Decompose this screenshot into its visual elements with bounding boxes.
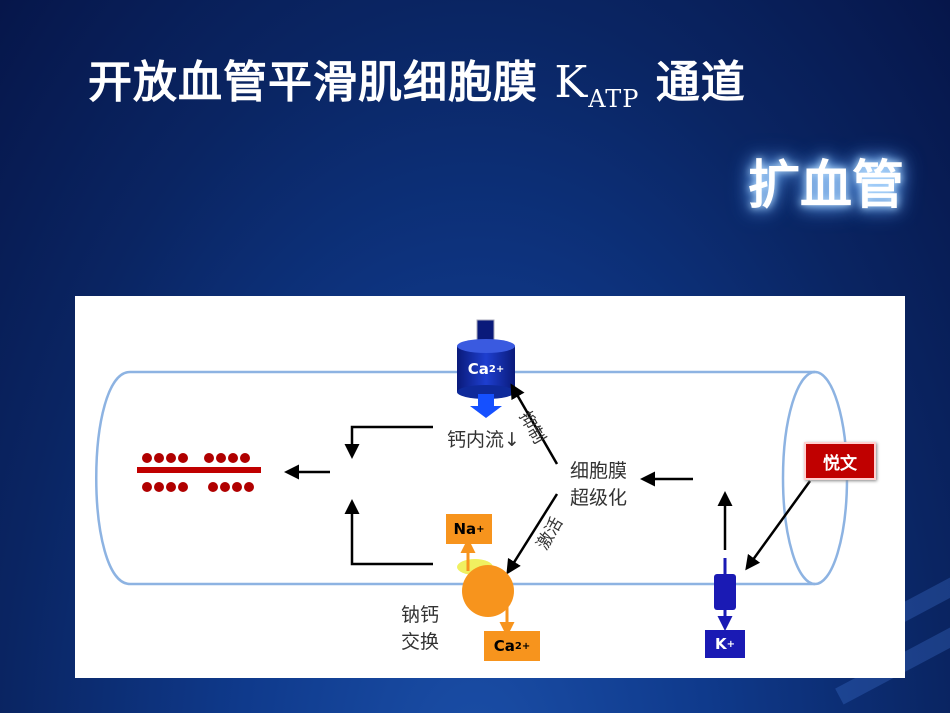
inhibit-arrow (510, 383, 559, 465)
diagram-svg (95, 319, 849, 637)
drug-label: 悦文 (804, 442, 876, 480)
hyperpolarization-label: 细胞膜 超级化 (570, 460, 628, 509)
potassium-channel-icon (714, 558, 736, 631)
contractile-filaments (137, 453, 261, 492)
arrow-from-exchanger (344, 499, 433, 566)
calcium-influx-label: 钙内流↓ (447, 429, 520, 451)
potassium-ion-box: K+ (705, 630, 745, 658)
calcium-channel-icon (457, 319, 515, 418)
sodium-ion-box: Na+ (446, 514, 492, 544)
title-k: K (554, 57, 589, 108)
vasodilation-badge: 扩血管 (748, 156, 905, 216)
arrow-from-calcium-influx (344, 425, 433, 459)
title-tail: 通道 (655, 57, 746, 108)
activate-arrow (506, 493, 559, 575)
arrow-drug-to-channel (745, 480, 812, 571)
title-subscript: ATP (588, 85, 640, 113)
sodium-calcium-exchanger-icon (457, 538, 515, 637)
title-main: 开放血管平滑肌细胞膜 (88, 57, 538, 108)
slide-title: 开放血管平滑肌细胞膜 KATP 通道 (88, 46, 746, 113)
vessel-body (95, 370, 815, 586)
exchanger-label: 钠钙 交换 (401, 604, 440, 653)
